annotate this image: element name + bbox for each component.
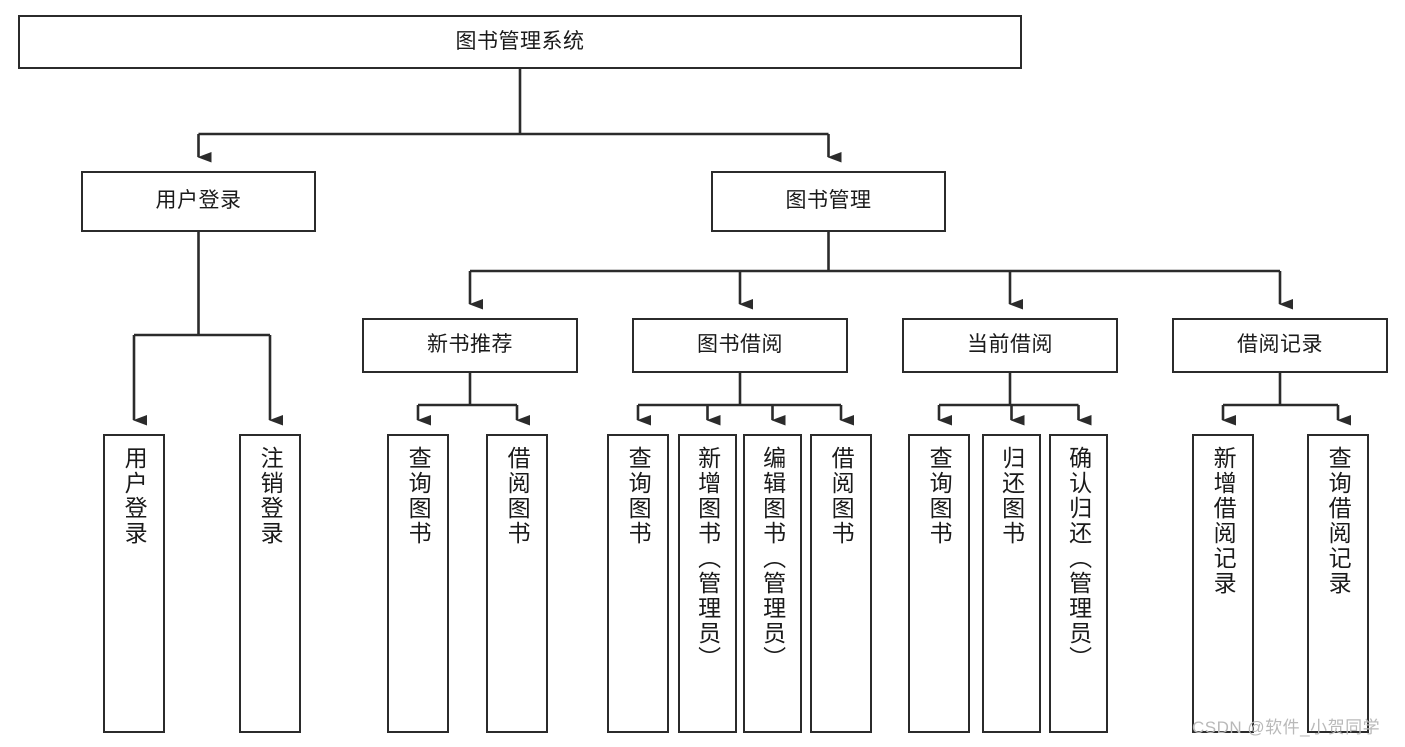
leaf-query-book-recommendation-label: 查询图书 [405, 446, 432, 546]
leaf-user-login-label: 用户登录 [121, 446, 148, 546]
leaf-query-book-current-label: 查询图书 [926, 446, 953, 546]
node-new-book-recommendation[interactable]: 新书推荐 [362, 318, 578, 373]
node-book-borrowing[interactable]: 图书借阅 [632, 318, 848, 373]
leaf-edit-book-admin[interactable]: 编辑图书（管理员） [743, 434, 802, 733]
node-borrowing-record[interactable]: 借阅记录 [1172, 318, 1388, 373]
node-current-borrowing[interactable]: 当前借阅 [902, 318, 1118, 373]
leaf-borrow-book-borrowing[interactable]: 借阅图书 [810, 434, 872, 733]
leaf-query-book-recommendation[interactable]: 查询图书 [387, 434, 449, 733]
csdn-watermark: CSDN @软件_小贺同学 [1192, 718, 1381, 737]
leaf-add-book-admin-label: 新增图书（管理员） [694, 446, 721, 671]
node-root[interactable]: 图书管理系统 [18, 15, 1022, 69]
leaf-add-book-admin[interactable]: 新增图书（管理员） [678, 434, 737, 733]
leaf-query-book-borrowing-label: 查询图书 [625, 446, 652, 546]
leaf-borrow-book-recommendation[interactable]: 借阅图书 [486, 434, 548, 733]
node-user-login[interactable]: 用户登录 [81, 171, 316, 232]
node-user-login-label: 用户登录 [155, 189, 242, 213]
leaf-edit-book-admin-label: 编辑图书（管理员） [759, 446, 786, 671]
leaf-logout-label: 注销登录 [257, 446, 284, 546]
leaf-user-login[interactable]: 用户登录 [103, 434, 165, 733]
leaf-query-book-current[interactable]: 查询图书 [908, 434, 970, 733]
node-book-borrowing-label: 图书借阅 [697, 333, 783, 357]
node-book-management-label: 图书管理 [785, 189, 872, 213]
leaf-add-borrowing-record-label: 新增借阅记录 [1210, 446, 1237, 596]
node-borrowing-record-label: 借阅记录 [1237, 333, 1323, 357]
leaf-query-borrowing-record[interactable]: 查询借阅记录 [1307, 434, 1369, 733]
leaf-return-book-label: 归还图书 [998, 446, 1025, 546]
leaf-add-borrowing-record[interactable]: 新增借阅记录 [1192, 434, 1254, 733]
leaf-confirm-return-admin[interactable]: 确认归还（管理员） [1049, 434, 1108, 733]
node-current-borrowing-label: 当前借阅 [967, 333, 1053, 357]
leaf-borrow-book-borrowing-label: 借阅图书 [828, 446, 855, 546]
node-new-book-recommendation-label: 新书推荐 [427, 333, 513, 357]
node-root-label: 图书管理系统 [455, 29, 585, 53]
leaf-return-book[interactable]: 归还图书 [982, 434, 1041, 733]
leaf-confirm-return-admin-label: 确认归还（管理员） [1065, 446, 1092, 671]
leaf-query-book-borrowing[interactable]: 查询图书 [607, 434, 669, 733]
node-book-management[interactable]: 图书管理 [711, 171, 946, 232]
leaf-logout[interactable]: 注销登录 [239, 434, 301, 733]
leaf-query-borrowing-record-label: 查询借阅记录 [1325, 446, 1352, 596]
leaf-borrow-book-recommendation-label: 借阅图书 [504, 446, 531, 546]
